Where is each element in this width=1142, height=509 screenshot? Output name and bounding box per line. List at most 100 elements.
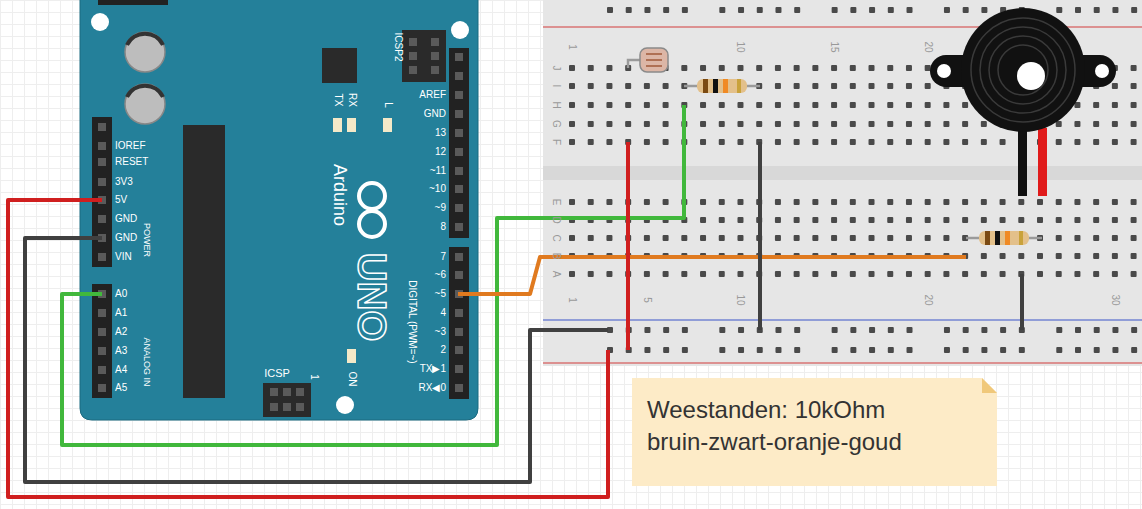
pin-label: GND [115, 233, 137, 243]
arduino-board [402, 30, 446, 82]
header-pin [431, 66, 439, 74]
breadboard-hole [644, 235, 650, 241]
breadboard-hole [907, 7, 913, 13]
component [985, 231, 990, 245]
breadboard-hole [700, 139, 706, 145]
header-pin [409, 52, 417, 60]
breadboard-hole [794, 235, 800, 241]
breadboard-hole [663, 235, 669, 241]
breadboard-hole [700, 199, 706, 205]
row-letter: D [551, 216, 561, 223]
breadboard-hole [775, 327, 781, 333]
breadboard-hole [831, 217, 837, 223]
breadboard-hole [775, 199, 781, 205]
header-pin [455, 346, 463, 354]
component [989, 36, 1057, 104]
breadboard-hole [588, 271, 594, 277]
header-pin [283, 388, 291, 396]
column-number: 30 [1110, 294, 1120, 305]
breadboard-hole [719, 235, 725, 241]
breadboard-hole [943, 199, 949, 205]
breadboard-hole [962, 139, 968, 145]
pin-label: ~3 [435, 327, 446, 337]
breadboard-hole [1131, 327, 1137, 333]
breadboard-hole [588, 199, 594, 205]
component [737, 79, 741, 93]
row-letter: H [551, 101, 561, 108]
breadboard-hole [1074, 271, 1080, 277]
breadboard-hole [681, 65, 687, 71]
led-label: RX [347, 93, 357, 107]
header-label: ANALOG IN [142, 337, 151, 386]
breadboard-hole [588, 139, 594, 145]
breadboard-hole [906, 121, 912, 127]
header-pin [455, 53, 463, 61]
breadboard-hole [794, 139, 800, 145]
breadboard-hole [700, 65, 706, 71]
breadboard-hole [1131, 65, 1137, 71]
breadboard-hole [831, 139, 837, 145]
arduino-board [91, 13, 109, 31]
breadboard-hole [719, 121, 725, 127]
component [980, 27, 1066, 113]
header-pin [455, 365, 463, 373]
breadboard-hole [869, 199, 875, 205]
breadboard-hole [663, 83, 669, 89]
breadboard-hole [869, 65, 875, 71]
breadboard-hole [925, 65, 931, 71]
pin-label: A2 [115, 327, 127, 337]
pin-number: 1 [309, 374, 319, 380]
breadboard-hole [1075, 347, 1081, 353]
breadboard-hole [1056, 327, 1062, 333]
breadboard-hole [925, 102, 931, 108]
header-pin [98, 253, 106, 261]
breadboard-hole [832, 347, 838, 353]
component [697, 79, 747, 93]
breadboard-hole [1075, 7, 1081, 13]
breadboard-hole [869, 235, 875, 241]
breadboard-hole [1112, 139, 1118, 145]
component [1005, 231, 1010, 245]
pin-label: A4 [115, 365, 127, 375]
breadboard-hole [812, 121, 818, 127]
pin-label: A1 [115, 308, 127, 318]
breadboard-hole [719, 65, 725, 71]
arduino-board [359, 183, 385, 237]
breadboard-hole [906, 217, 912, 223]
breadboard-hole [756, 102, 762, 108]
breadboard-hole [943, 235, 949, 241]
breadboard-hole [907, 327, 913, 333]
header-pin [283, 403, 291, 411]
row-letter: J [551, 66, 561, 71]
breadboard-hole [1074, 121, 1080, 127]
breadboard-hole [775, 139, 781, 145]
pin-label: VIN [115, 252, 132, 262]
breadboard-hole [606, 235, 612, 241]
breadboard-hole [794, 347, 800, 353]
note-box: Weestanden: 10kOhm bruin-zwart-oranje-go… [632, 378, 997, 486]
breadboard-hole [737, 121, 743, 127]
breadboard-hole [869, 139, 875, 145]
breadboard-hole [794, 65, 800, 71]
row-letter: B [551, 253, 561, 260]
breadboard-hole [737, 235, 743, 241]
breadboard-hole [812, 199, 818, 205]
pin-label: TX▶1 [420, 364, 446, 374]
breadboard-hole [588, 83, 594, 89]
breadboard-hole [663, 199, 669, 205]
header-pin [455, 185, 463, 193]
breadboard-hole [719, 7, 725, 13]
row-letter: A [551, 271, 561, 278]
wire [758, 142, 762, 330]
breadboard-hole [794, 327, 800, 333]
arduino-board [449, 48, 469, 238]
breadboard-hole [887, 271, 893, 277]
component [703, 79, 708, 93]
breadboard-hole [1131, 253, 1137, 259]
pin-label: RESET [115, 157, 148, 167]
arduino-board [449, 247, 469, 399]
breadboard-hole [943, 271, 949, 277]
breadboard-hole [981, 7, 987, 13]
breadboard-hole [1074, 199, 1080, 205]
breadboard-hole [1093, 253, 1099, 259]
